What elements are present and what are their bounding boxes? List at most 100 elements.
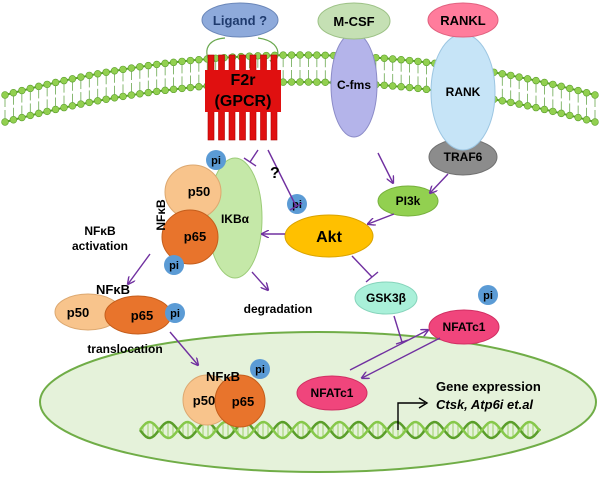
arrow-pi3k-to-akt <box>368 213 395 224</box>
lipid-head <box>102 68 110 76</box>
lipid-head <box>397 83 405 91</box>
lipid-head <box>85 98 93 107</box>
ikba-label: IKBα <box>221 212 250 226</box>
lipid-head <box>102 95 110 103</box>
inhibit-f2r-to-ikba <box>249 149 259 163</box>
nuc-pi-bubble <box>250 359 270 379</box>
rankl-ligand <box>427 2 499 38</box>
akt <box>284 214 374 258</box>
complex-p65 <box>161 209 219 265</box>
arrow-nfatc1-import <box>362 337 441 378</box>
nuc-pi-label: pi <box>255 364 265 376</box>
lipid-head <box>51 105 60 114</box>
lipid-head <box>549 107 557 116</box>
lipid-head <box>161 59 169 68</box>
gsk3b <box>354 281 418 315</box>
lipid-head <box>279 51 287 59</box>
lipid-head <box>515 100 523 108</box>
lipid-head <box>144 88 152 97</box>
cell-membrane <box>1 51 599 126</box>
f2r-label-line1: F2r <box>231 72 256 89</box>
lipid-head <box>389 82 397 90</box>
complex-pi-top <box>206 150 226 170</box>
cyto-nfkb-label: NFκB <box>96 282 130 297</box>
lipid-head <box>94 70 102 78</box>
lipid-head <box>304 78 313 86</box>
lipid-head <box>18 86 26 95</box>
lipid-head <box>296 51 304 59</box>
nfatc1-pi-label: pi <box>483 290 493 302</box>
nfatc1-nuc-label: NFATc1 <box>311 386 354 400</box>
inhibit-akt-to-gsk3b <box>351 255 373 278</box>
lipid-head <box>68 75 77 83</box>
lipid-head <box>110 94 119 102</box>
lipid-head <box>186 83 195 92</box>
cyto-p65-label: p65 <box>131 308 153 323</box>
lipid-head <box>127 91 136 99</box>
nfkb-activation-label-line1: NFκB <box>84 224 116 238</box>
nfkb-cytoplasmic: p50 p65 NFκB pi <box>54 282 185 335</box>
lipid-head <box>321 51 329 59</box>
ikb-nfkb-complex: IKBα p50 p65 NFκB pi pi <box>154 150 263 279</box>
lipid-head <box>136 90 144 98</box>
inhibit-gsk3b-to-nfatc1 <box>393 315 403 343</box>
gene-expression-arrowhead <box>418 397 429 409</box>
lipid-head <box>296 78 304 86</box>
lipid-head <box>169 85 178 94</box>
lipid-head <box>153 60 161 69</box>
complex-pi-bottom-label: pi <box>169 260 179 272</box>
inhibit-f2r-to-akt-bar <box>289 202 303 211</box>
pi3k <box>377 185 439 217</box>
lipid-head <box>405 56 414 65</box>
lipid-head <box>178 84 186 93</box>
lipid-head <box>566 111 574 120</box>
lipid-head <box>574 86 582 95</box>
lipid-head <box>119 92 127 101</box>
lipid-head <box>532 76 540 85</box>
lipid-head <box>169 58 178 67</box>
lipid-head <box>507 71 515 80</box>
rankl-rank-traf6: TRAF6 RANK RANKL <box>427 2 499 176</box>
dna-helix <box>139 420 541 440</box>
lipid-head <box>1 91 9 99</box>
lipid-head <box>35 82 43 91</box>
lipid-head <box>26 84 34 93</box>
lipid-head <box>110 67 119 75</box>
lipid-head <box>51 78 60 87</box>
lipid-head <box>515 73 523 81</box>
mcsf-label: M-CSF <box>333 14 374 29</box>
lipid-head <box>313 51 321 59</box>
arrow-traf6-to-pi3k <box>430 173 449 193</box>
ligand-label: Ligand ? <box>213 13 267 28</box>
rankl-label: RANKL <box>440 13 486 28</box>
lipid-head <box>498 97 506 105</box>
lipid-head <box>186 56 195 65</box>
lipid-head <box>549 80 557 89</box>
lipid-head <box>380 54 388 62</box>
nfatc1-cyto-label: NFATc1 <box>443 320 486 334</box>
complex-nfkb-label: NFκB <box>154 199 168 231</box>
lipid-head <box>77 73 85 81</box>
complex-pi-top-label: pi <box>211 155 221 167</box>
akt-label: Akt <box>316 229 342 246</box>
lipid-head <box>9 116 18 124</box>
nfkb-nuclear: p50 p65 NFκB pi <box>182 359 270 428</box>
nfatc1-nuclear <box>296 375 368 411</box>
lipid-head <box>35 109 43 118</box>
nfatc1-cytoplasmic <box>428 309 500 345</box>
arrow-ikba-to-degradation <box>251 271 268 290</box>
lipid-head <box>405 83 414 92</box>
lipid-head <box>9 89 18 97</box>
cyto-p50-label: p50 <box>67 305 89 320</box>
lipid-head <box>523 75 532 83</box>
lipid-head <box>18 113 26 122</box>
lipid-head <box>414 57 422 66</box>
nfatc1-pi-bubble <box>478 285 498 305</box>
lipid-head <box>591 118 599 126</box>
nuc-p65-label: p65 <box>232 394 254 409</box>
lipid-head <box>321 78 329 86</box>
lipid-head <box>136 63 144 71</box>
lipid-head <box>574 113 582 122</box>
complex-p50-label: p50 <box>188 184 210 199</box>
